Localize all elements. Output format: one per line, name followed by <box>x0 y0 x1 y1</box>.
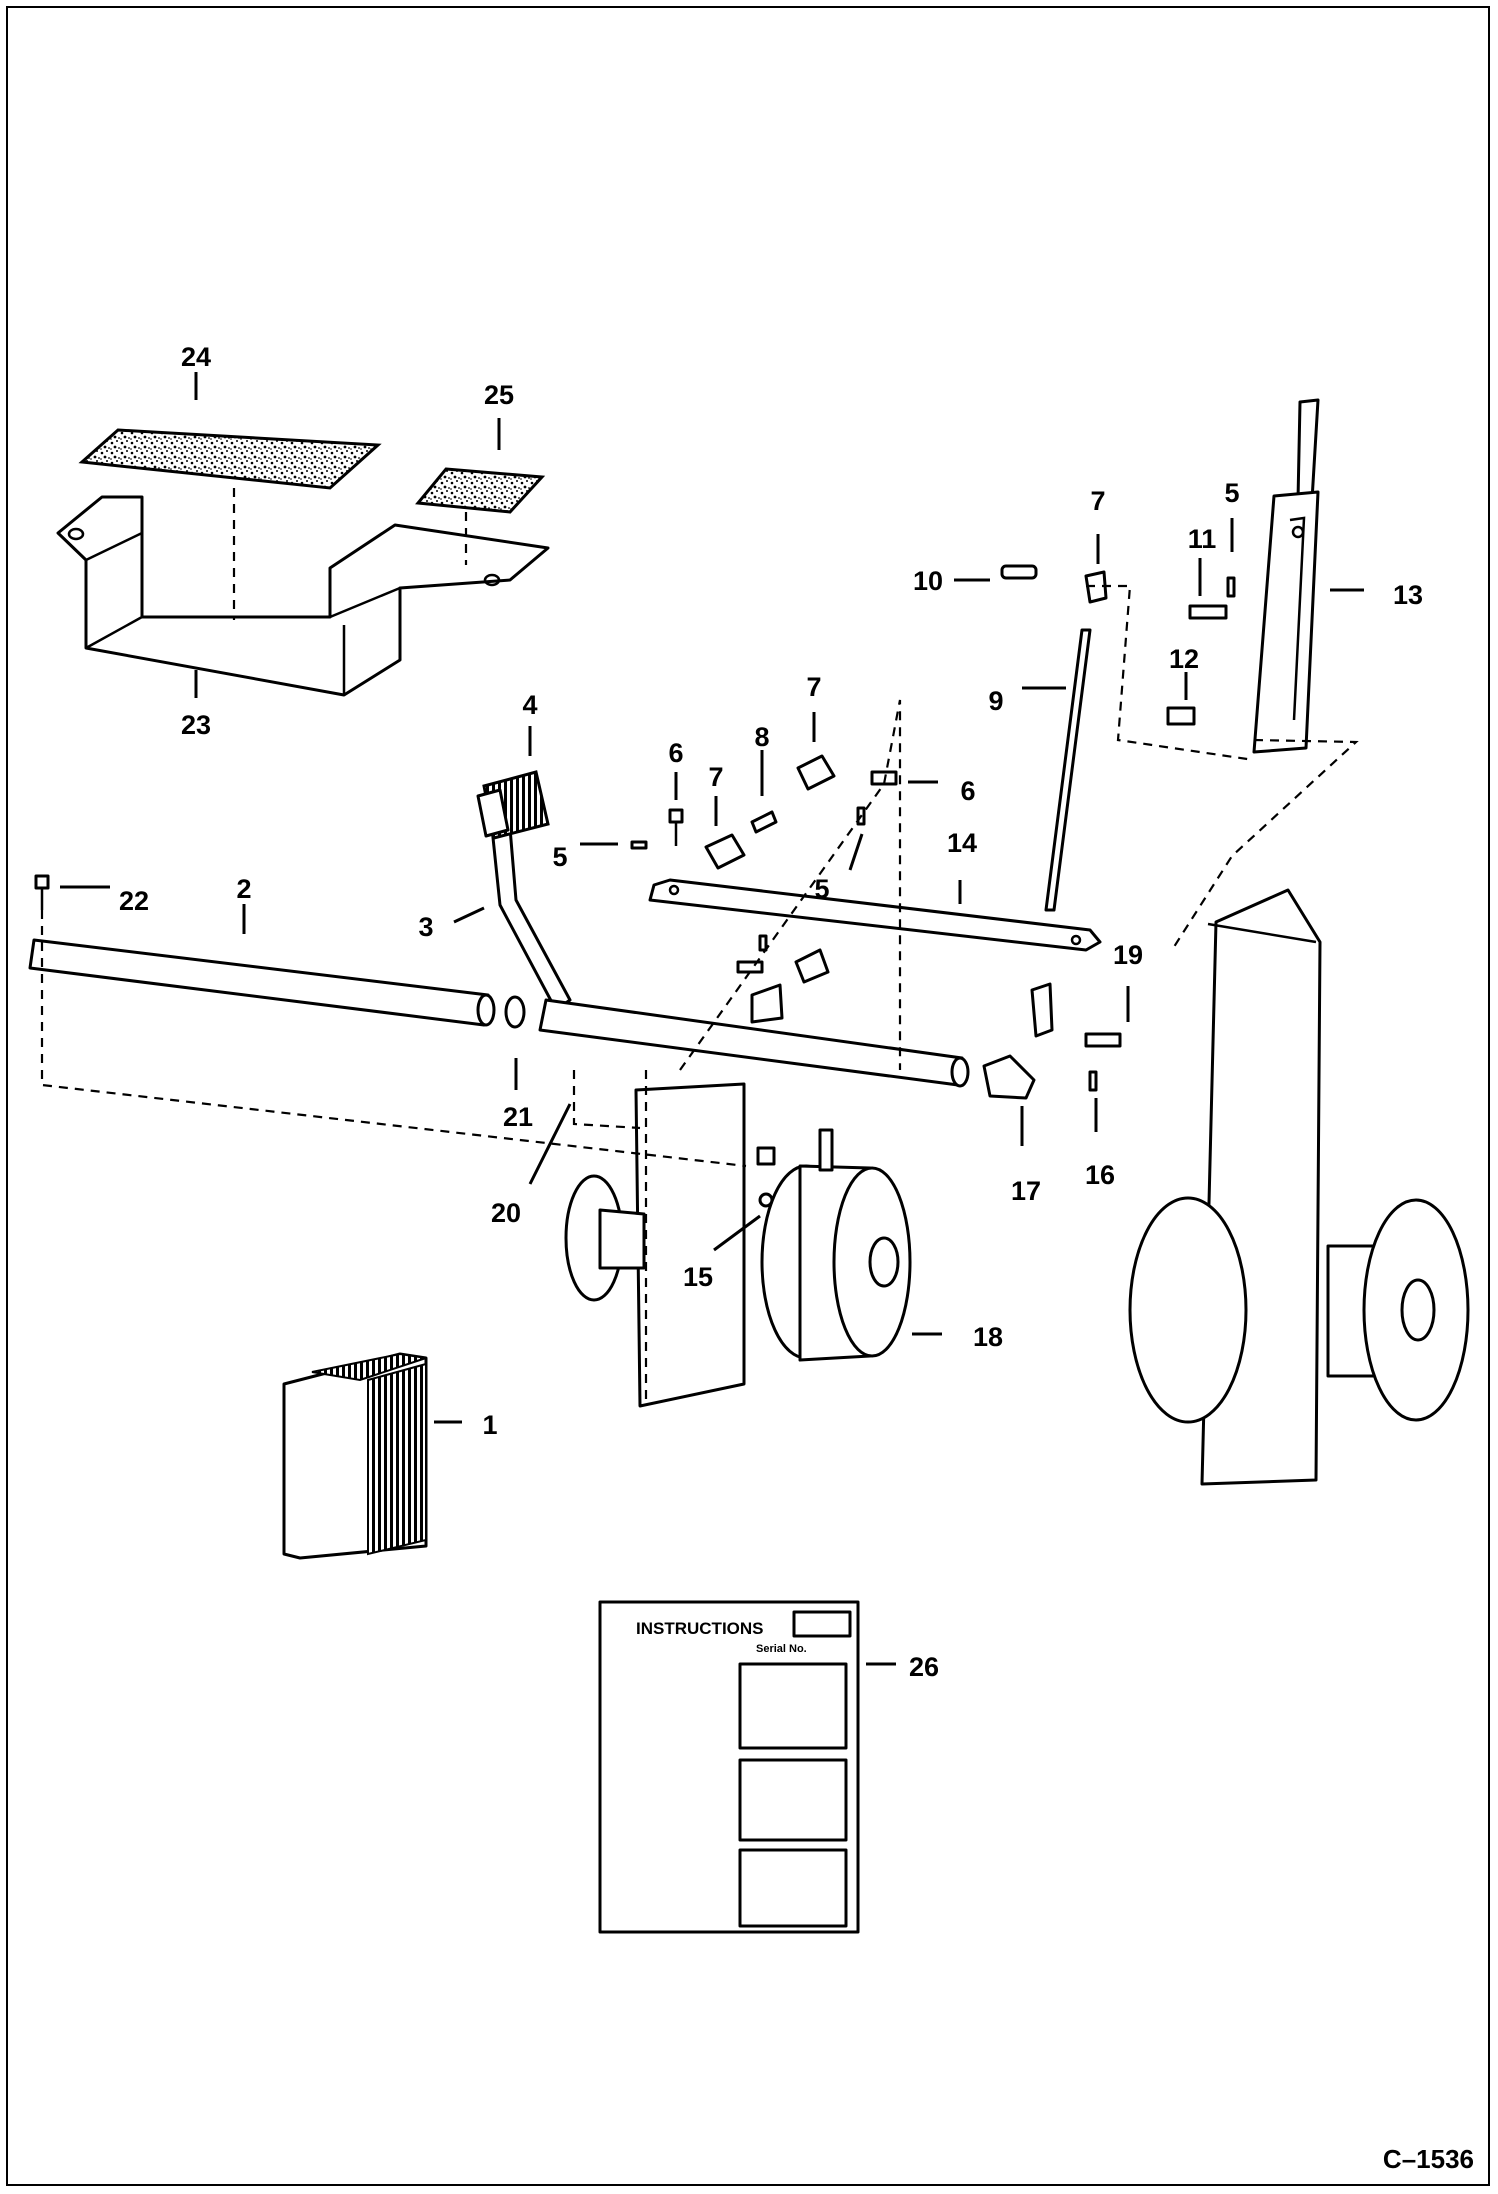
part-15-clip <box>756 1146 776 1208</box>
callout-14: 14 <box>947 828 977 858</box>
callout-6-center: 6 <box>668 738 683 768</box>
part-5-screw-right <box>1226 576 1236 598</box>
callout-2: 2 <box>236 874 251 904</box>
callout-labels: 24 25 23 4 2 22 3 5 6 7 8 7 6 14 5 7 10 … <box>119 342 1423 1682</box>
decal-title: INSTRUCTIONS <box>636 1619 764 1638</box>
part-4-pedal-pad <box>476 770 550 840</box>
part-22-bolt <box>34 874 50 910</box>
callout-21: 21 <box>503 1102 533 1132</box>
callout-25: 25 <box>484 380 514 410</box>
part-6-bolt-right <box>870 770 898 786</box>
part-16-screw <box>1088 1070 1098 1092</box>
callout-13: 13 <box>1393 580 1423 610</box>
callout-26: 26 <box>909 1652 939 1682</box>
callout-6-right: 6 <box>960 776 975 806</box>
callout-23: 23 <box>181 710 211 740</box>
part-17-block <box>982 1054 1036 1100</box>
part-9-rod <box>1044 628 1092 912</box>
callout-5-center: 5 <box>814 874 829 904</box>
callout-22: 22 <box>119 886 149 916</box>
part-24-grit-pad <box>78 428 382 490</box>
callout-24: 24 <box>181 342 211 372</box>
right-drive-housing <box>1128 888 1470 1486</box>
callout-1: 1 <box>482 1410 497 1440</box>
callout-17: 17 <box>1011 1176 1041 1206</box>
decal-serial-label: Serial No. <box>756 1643 807 1655</box>
part-3-pedal-arm <box>490 826 970 1088</box>
callout-9: 9 <box>988 686 1003 716</box>
callout-15: 15 <box>683 1262 713 1292</box>
diagram-border <box>6 6 1490 2186</box>
part-14-link-bar <box>648 878 1102 952</box>
callout-20: 20 <box>491 1198 521 1228</box>
part-10-pin <box>1000 564 1038 580</box>
callout-5-right: 5 <box>1224 478 1239 508</box>
callout-7-center: 7 <box>806 672 821 702</box>
callout-7-left: 7 <box>708 762 723 792</box>
part-21-washer <box>504 995 526 1029</box>
callout-5-left: 5 <box>552 842 567 872</box>
part-7-rod-end-top <box>1084 570 1108 604</box>
part-12-bolt <box>1166 706 1196 726</box>
callout-8: 8 <box>754 722 769 752</box>
part-7-clevis-lower <box>736 934 830 984</box>
callout-3: 3 <box>418 912 433 942</box>
rod-end-bottom <box>1030 982 1054 1038</box>
leader-lines <box>60 372 1364 1666</box>
part-13-lever-bracket <box>1252 398 1320 754</box>
part-25-grit-pad <box>415 467 546 514</box>
callout-12: 12 <box>1169 644 1199 674</box>
figure-reference: C–1536 <box>1383 2144 1474 2174</box>
part-8-spring-pin <box>750 810 778 834</box>
part-1-box <box>282 1352 428 1560</box>
callout-7-top: 7 <box>1090 486 1105 516</box>
assembly-guide-lines-lever <box>1086 584 1359 952</box>
assembly-guide-lines <box>40 699 902 1400</box>
callout-4: 4 <box>522 690 537 720</box>
callout-16: 16 <box>1085 1160 1115 1190</box>
left-drive-housing <box>564 1082 746 1408</box>
part-5-pin-left <box>630 840 648 850</box>
part-7-clevis-center <box>796 754 836 791</box>
part-2-shaft <box>28 938 496 1027</box>
part-26-instruction-decal: INSTRUCTIONS Serial No. <box>598 1600 860 1934</box>
callout-11: 11 <box>1188 524 1217 554</box>
callout-10: 10 <box>913 566 943 596</box>
callout-19: 19 <box>1113 940 1143 970</box>
assembly-guide-lines-pads <box>232 488 468 620</box>
part-18-motor <box>760 1128 912 1362</box>
part-19-bolt <box>1084 1032 1122 1048</box>
part-11-bolt <box>1188 604 1228 620</box>
part-6-bolt-center <box>668 808 684 846</box>
part-23-floor-plate <box>56 495 550 697</box>
callout-18: 18 <box>973 1322 1003 1352</box>
part-7-clevis-left <box>704 833 746 870</box>
